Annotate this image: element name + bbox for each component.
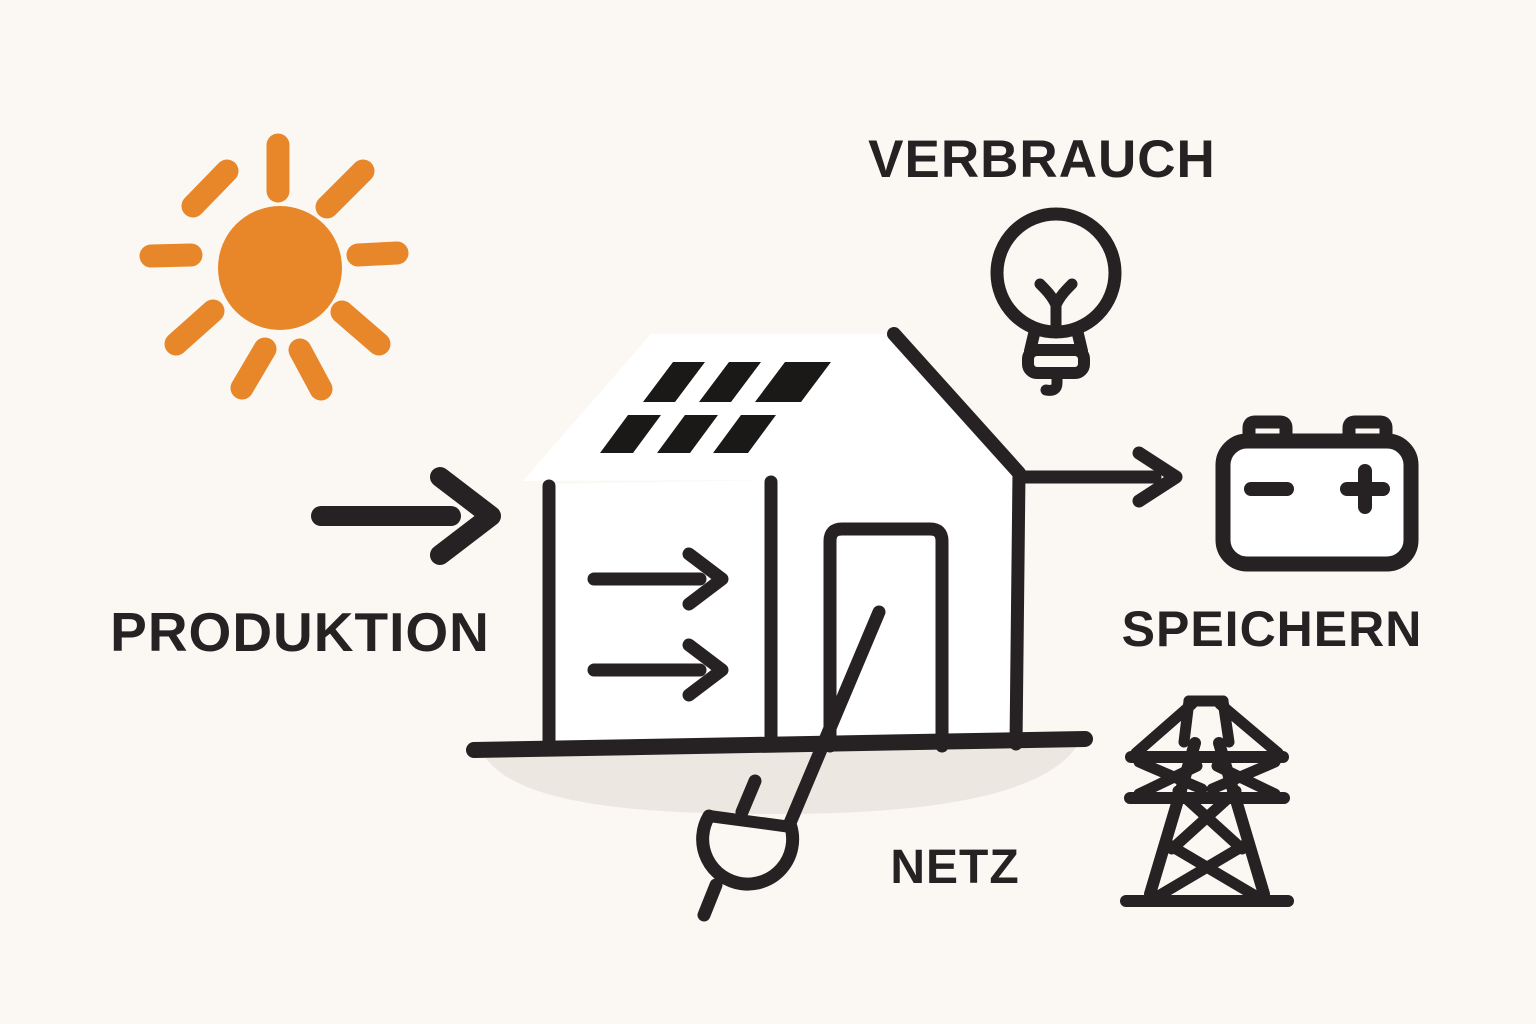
netz-label: NETZ [890, 841, 1020, 894]
pylon-icon [1120, 695, 1294, 907]
battery-icon [1215, 415, 1419, 572]
storage-arrow-icon [1012, 446, 1183, 508]
internal-flow-arrows [587, 547, 729, 702]
production-arrow-icon [311, 467, 501, 565]
ground-shadow [480, 741, 1080, 814]
produktion-label: PRODUKTION [110, 601, 490, 663]
door [823, 522, 949, 753]
solar-panel-icon [600, 362, 831, 453]
house-icon [523, 327, 1026, 753]
plug-icon [696, 605, 886, 922]
speichern-label: SPEICHERN [1121, 601, 1423, 657]
ground-line [466, 731, 1093, 758]
verbrauch-label: VERBRAUCH [868, 130, 1216, 189]
sun-icon [139, 133, 409, 401]
bulb-icon [990, 207, 1122, 396]
